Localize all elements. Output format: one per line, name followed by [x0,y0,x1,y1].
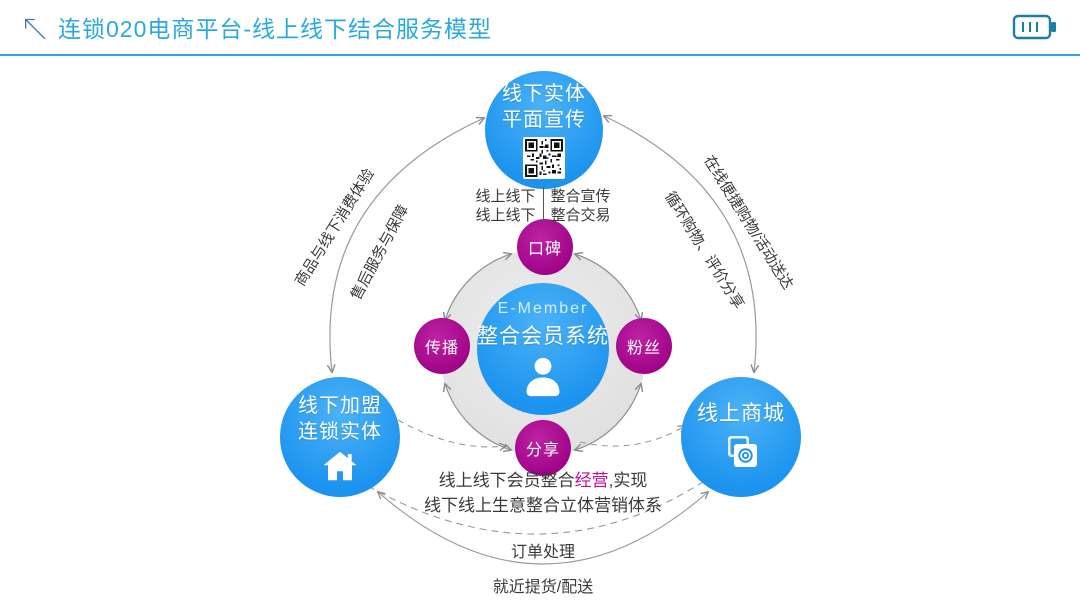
node-offline-print: 线下实体 平面宣传 [485,71,603,189]
satellite-share-label: 分享 [525,442,560,459]
integration-row2-left: 线上线下 [475,207,536,224]
person-icon [526,357,560,397]
node-offline-print-line2: 平面宣传 [502,109,586,131]
qr-code-icon [523,137,565,179]
node-offline-chain-line2: 连锁实体 [298,420,382,443]
node-offline-chain-line1: 线下加盟 [298,394,382,417]
bottom-line1: 线上线下会员整合经营,实现 [293,466,793,491]
bottom-line2: 线下线上生意整合立体营销体系 [424,496,662,515]
dash-left-to-share [397,419,506,447]
node-offline-chain: 线下加盟 连锁实体 [280,377,400,497]
satellite-fans-label: 粉丝 [626,340,661,357]
node-member-system: E-Member 整合会员系统 [477,283,609,415]
delivery-label: 就近提货/配送 [492,579,594,596]
order-processing-label: 订单处理 [510,544,575,561]
node-online-mall: 线上商城 [681,377,801,497]
integration-row2-right: 整合交易 [550,207,611,224]
integration-divider [542,187,544,225]
dash-share-to-right [579,426,685,447]
satellite-spread-label: 传播 [424,340,459,357]
integration-row1-right: 整合宣传 [550,188,611,205]
back-button[interactable] [16,9,52,45]
bottom-line1-suffix: ,实现 [608,471,648,490]
battery-icon [1012,13,1058,46]
nw-arrow-icon [25,18,46,40]
bottom-line1-prefix: 线上线下会员整合 [438,471,575,490]
integration-table: 线上线下 线上线下 整合宣传 整合交易 [440,187,646,225]
satellite-fans: 粉丝 [616,318,672,374]
satellite-reputation: 口碑 [517,219,573,275]
bottom-line1-highlight: 经营 [574,471,609,490]
order-arc [378,492,708,565]
header-bar: 连锁020电商平台-线上线下结合服务模型 [0,0,1080,56]
satellite-spread: 传播 [414,318,470,374]
arc-ring-topright [575,254,641,320]
home-icon [323,451,357,480]
photo-stack-icon [728,436,757,467]
satellite-share: 分享 [515,420,571,476]
satellite-reputation-label: 口碑 [527,241,562,258]
member-system-title: E-Member [497,300,589,317]
member-system-subtitle: 整合会员系统 [477,325,609,348]
node-online-mall-label: 线上商城 [697,402,785,425]
arc-ring-bottomright [575,384,641,450]
dash-bottom-arc [367,479,707,535]
arc-ring-topleft [445,254,511,320]
page-title: 连锁020电商平台-线上线下结合服务模型 [58,16,493,42]
arc-right-online [604,116,756,372]
node-offline-print-line1: 线下实体 [502,83,586,105]
integration-row1-left: 线上线下 [475,188,536,205]
arc-left-offline [330,118,484,372]
